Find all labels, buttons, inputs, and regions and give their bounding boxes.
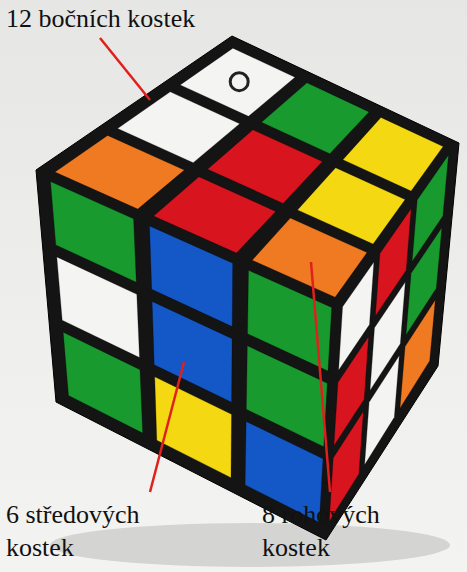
callout-label: 6 středových kostek (6, 498, 184, 564)
leader-line (311, 262, 330, 492)
leader-line (150, 362, 184, 492)
leader-line (100, 38, 150, 100)
cube-body (36, 36, 459, 540)
logo-mark (230, 73, 248, 91)
callout-label: 8 rohových kostek (262, 498, 440, 564)
leader-lines (100, 38, 330, 492)
cube-sticker (365, 356, 400, 465)
cube-sticker (63, 332, 143, 433)
cube-body (36, 36, 459, 540)
cube-shadow (50, 523, 450, 567)
cube-sticker (400, 300, 435, 408)
callout-label: 12 bočních kostek (6, 2, 266, 35)
cube-sticker (339, 262, 374, 370)
